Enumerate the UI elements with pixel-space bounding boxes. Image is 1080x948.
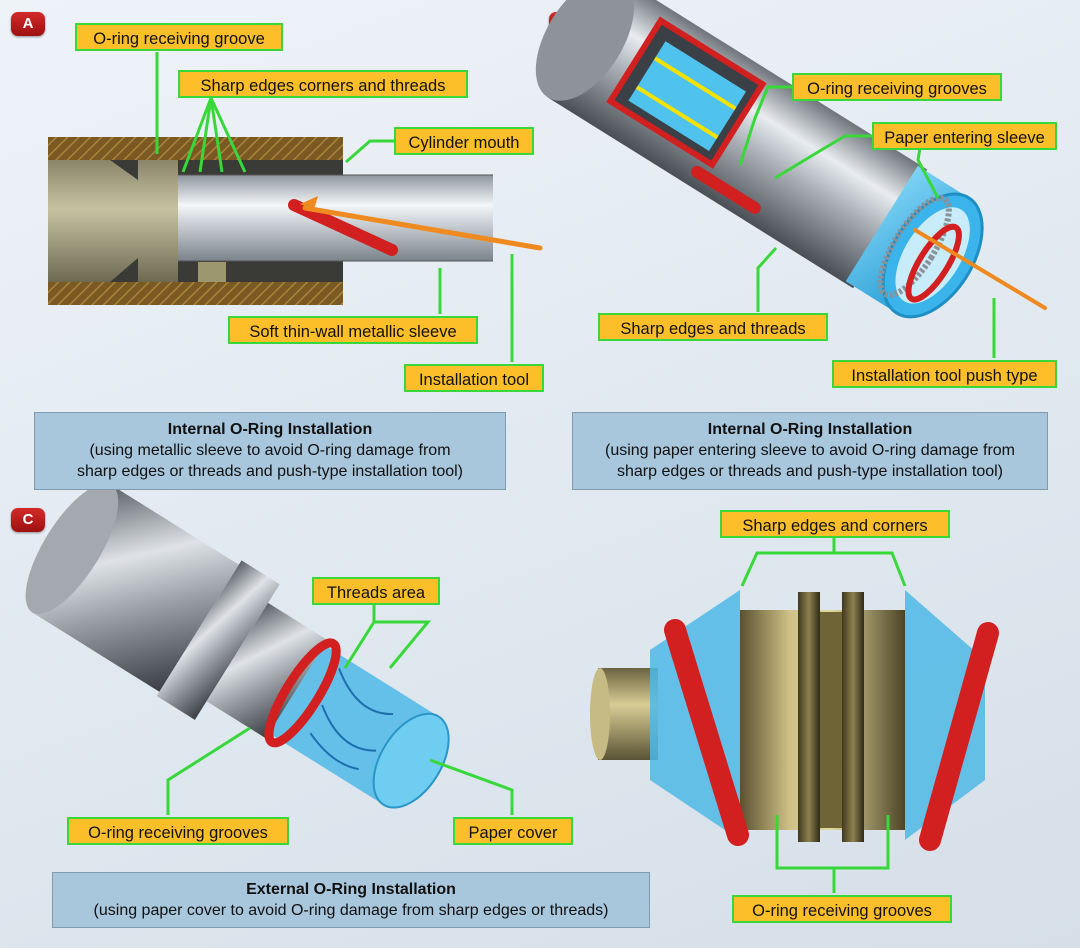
callout-b-paper-sleeve: Paper entering sleeve xyxy=(872,122,1057,150)
panel-c-badge: C xyxy=(11,508,45,532)
panel-a-cross-section xyxy=(48,137,543,305)
callout-c-paper-cover: Paper cover xyxy=(453,817,573,845)
callout-d-sharp-edges: Sharp edges and corners xyxy=(720,510,950,538)
callout-a-installation-tool: Installation tool xyxy=(404,364,544,392)
callout-a-sharp-edges: Sharp edges corners and threads xyxy=(178,70,468,98)
panel-d-piston xyxy=(590,590,999,851)
caption-c-title: External O-Ring Installation xyxy=(246,881,456,898)
callout-d-oring-grooves: O-ring receiving grooves xyxy=(732,895,952,923)
callout-a-cylinder-mouth: Cylinder mouth xyxy=(394,127,534,155)
caption-b-line2: sharp edges or threads and push-type ins… xyxy=(616,463,1003,480)
callout-c-oring-grooves: O-ring receiving grooves xyxy=(67,817,289,845)
panel-c-fitting xyxy=(25,483,450,809)
callout-b-sharp-edges: Sharp edges and threads xyxy=(598,313,828,341)
caption-panel-c: External O-Ring Installation (using pape… xyxy=(52,872,650,928)
caption-a-line1: (using metallic sleeve to avoid O-ring d… xyxy=(89,442,451,459)
callout-a-oring-groove: O-ring receiving groove xyxy=(75,23,283,51)
caption-a-title: Internal O-Ring Installation xyxy=(167,421,373,438)
callout-c-threads-area: Threads area xyxy=(312,577,440,605)
caption-a-line2: sharp edges or threads and push-type ins… xyxy=(76,463,463,480)
leader-lines xyxy=(155,52,996,893)
caption-c-line1: (using paper cover to avoid O-ring damag… xyxy=(93,902,609,919)
callout-b-oring-grooves: O-ring receiving grooves xyxy=(792,73,1002,101)
caption-panel-b: Internal O-Ring Installation (using pape… xyxy=(572,412,1048,490)
panel-b-tube xyxy=(535,0,1047,319)
caption-panel-a: Internal O-Ring Installation (using meta… xyxy=(34,412,506,490)
caption-b-title: Internal O-Ring Installation xyxy=(707,421,913,438)
caption-b-line1: (using paper entering sleeve to avoid O-… xyxy=(605,442,1015,459)
callout-b-installation-tool: Installation tool push type xyxy=(832,360,1057,388)
panel-a-badge: A xyxy=(11,12,45,36)
callout-a-soft-sleeve: Soft thin-wall metallic sleeve xyxy=(228,316,478,344)
